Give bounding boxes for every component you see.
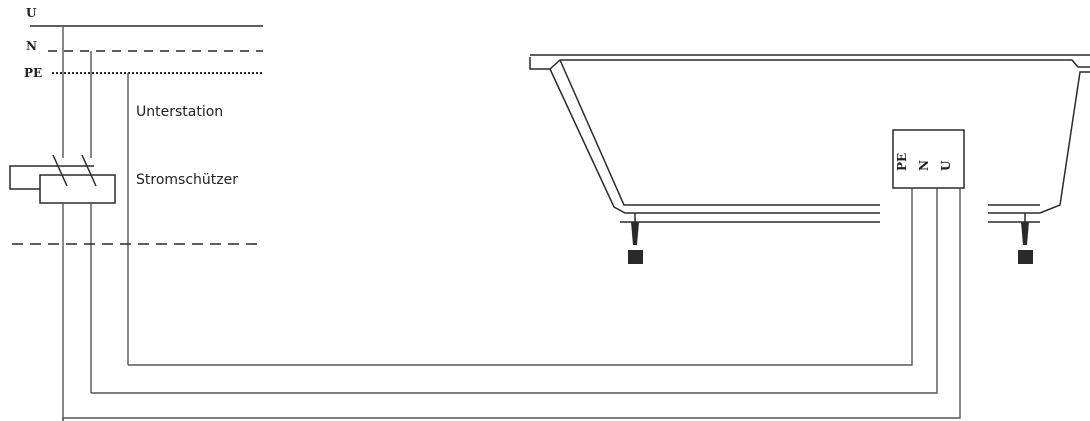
contactor-symbol xyxy=(9,154,116,204)
cable-n-run xyxy=(91,188,938,394)
bathtub-foot-left xyxy=(628,213,643,264)
bathtub xyxy=(529,54,1090,223)
label-earth-pe: PE xyxy=(24,66,42,80)
terminal-box xyxy=(892,129,965,189)
terminal-label-pe: PE xyxy=(895,153,909,171)
terminal-label-u: U xyxy=(939,160,953,171)
label-neutral-n: N xyxy=(26,39,37,53)
contactor-label: Stromschützer xyxy=(136,172,238,188)
substation-label: Unterstation xyxy=(136,104,223,120)
cable-u-run xyxy=(62,188,961,421)
cable-pe-run xyxy=(128,188,913,366)
bathtub-foot-right xyxy=(1018,213,1033,264)
label-phase-u: U xyxy=(26,6,37,20)
terminal-label-n: N xyxy=(917,160,931,171)
